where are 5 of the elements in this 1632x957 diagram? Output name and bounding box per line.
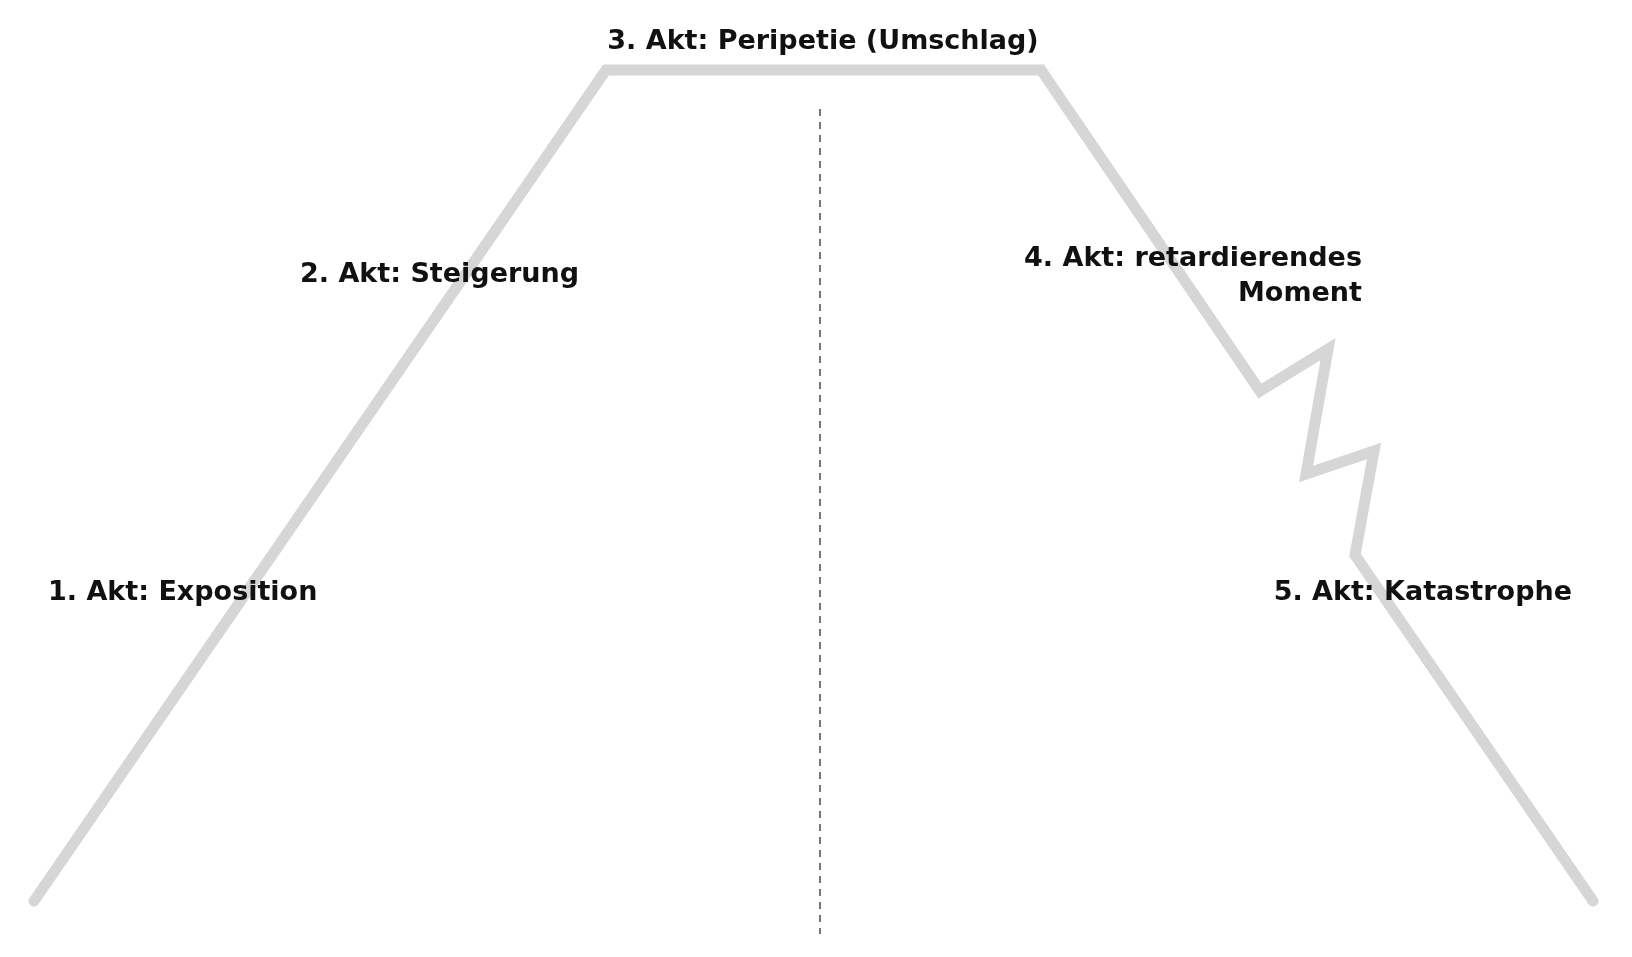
act-label: 5. Akt: Katastrophe (1273, 574, 1572, 608)
act-label: 4. Akt: retardierendes Moment (1023, 240, 1362, 309)
act-label: 1. Akt: Exposition (48, 574, 318, 608)
act-label: 2. Akt: Steigerung (300, 256, 580, 290)
act-label: 3. Akt: Peripetie (Umschlag) (607, 23, 1039, 57)
